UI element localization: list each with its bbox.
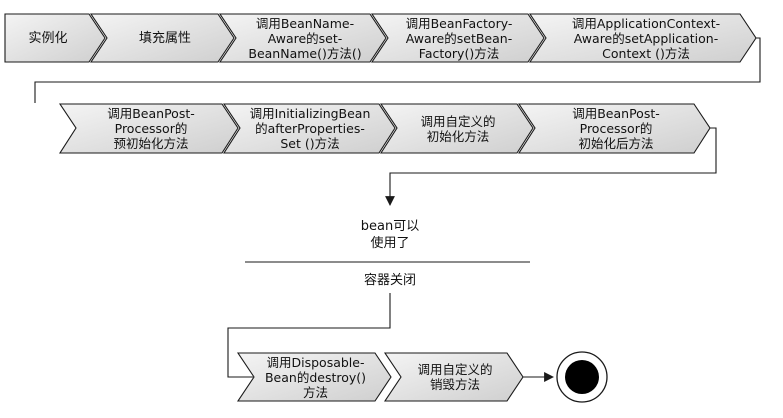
step-customdestroy-label: 调用自定义的 销毁方法 [417, 362, 493, 392]
step-instantiate-shape [4, 13, 106, 63]
step-disposabledestroy-shape [236, 352, 392, 402]
step-preinit-label: 调用BeanPost- Processor的 预初始化方法 [107, 106, 195, 151]
container-close-note: 容器关闭 [363, 273, 416, 288]
connector-to-ready [385, 127, 717, 206]
connector-to-destroy [227, 293, 391, 378]
step-disposabledestroy-label: 调用Disposable- Bean的destroy() 方法 [264, 354, 367, 400]
step-appcontextaware-shape [528, 13, 757, 63]
step-custominit-shape [379, 103, 534, 154]
bean-ready-note: bean可以 使用了 [360, 219, 420, 251]
step-custominit-label: 调用自定义的 初始化方法 [420, 113, 496, 144]
step-beanfactoryaware-label: 调用BeanFactory- Aware的setBean- Factory()方… [405, 15, 513, 61]
step-preinit-shape [58, 103, 239, 154]
step-populate-shape [89, 13, 235, 63]
end-node-dot [565, 360, 599, 394]
step-customdestroy-shape [383, 352, 524, 402]
step-afterpropertiesset-label: 调用InitializingBean 的afterProperties- Set… [249, 106, 371, 151]
step-afterpropertiesset-shape [222, 103, 396, 154]
step-instantiate-label: 实例化 [28, 30, 68, 46]
connector-row1-row2 [34, 37, 761, 103]
step-appcontextaware-label: 调用ApplicationContext- Aware的setApplicati… [571, 15, 721, 61]
step-postinit-shape [517, 103, 711, 154]
step-beannameaware-label: 调用BeanName- Aware的set- BeanName()方法() [248, 15, 362, 61]
step-beannameaware-shape [218, 13, 387, 63]
step-populate-label: 填充属性 [138, 30, 191, 46]
step-postinit-label: 调用BeanPost- Processor的 初始化后方法 [572, 106, 660, 151]
step-beanfactoryaware-shape [370, 13, 545, 63]
